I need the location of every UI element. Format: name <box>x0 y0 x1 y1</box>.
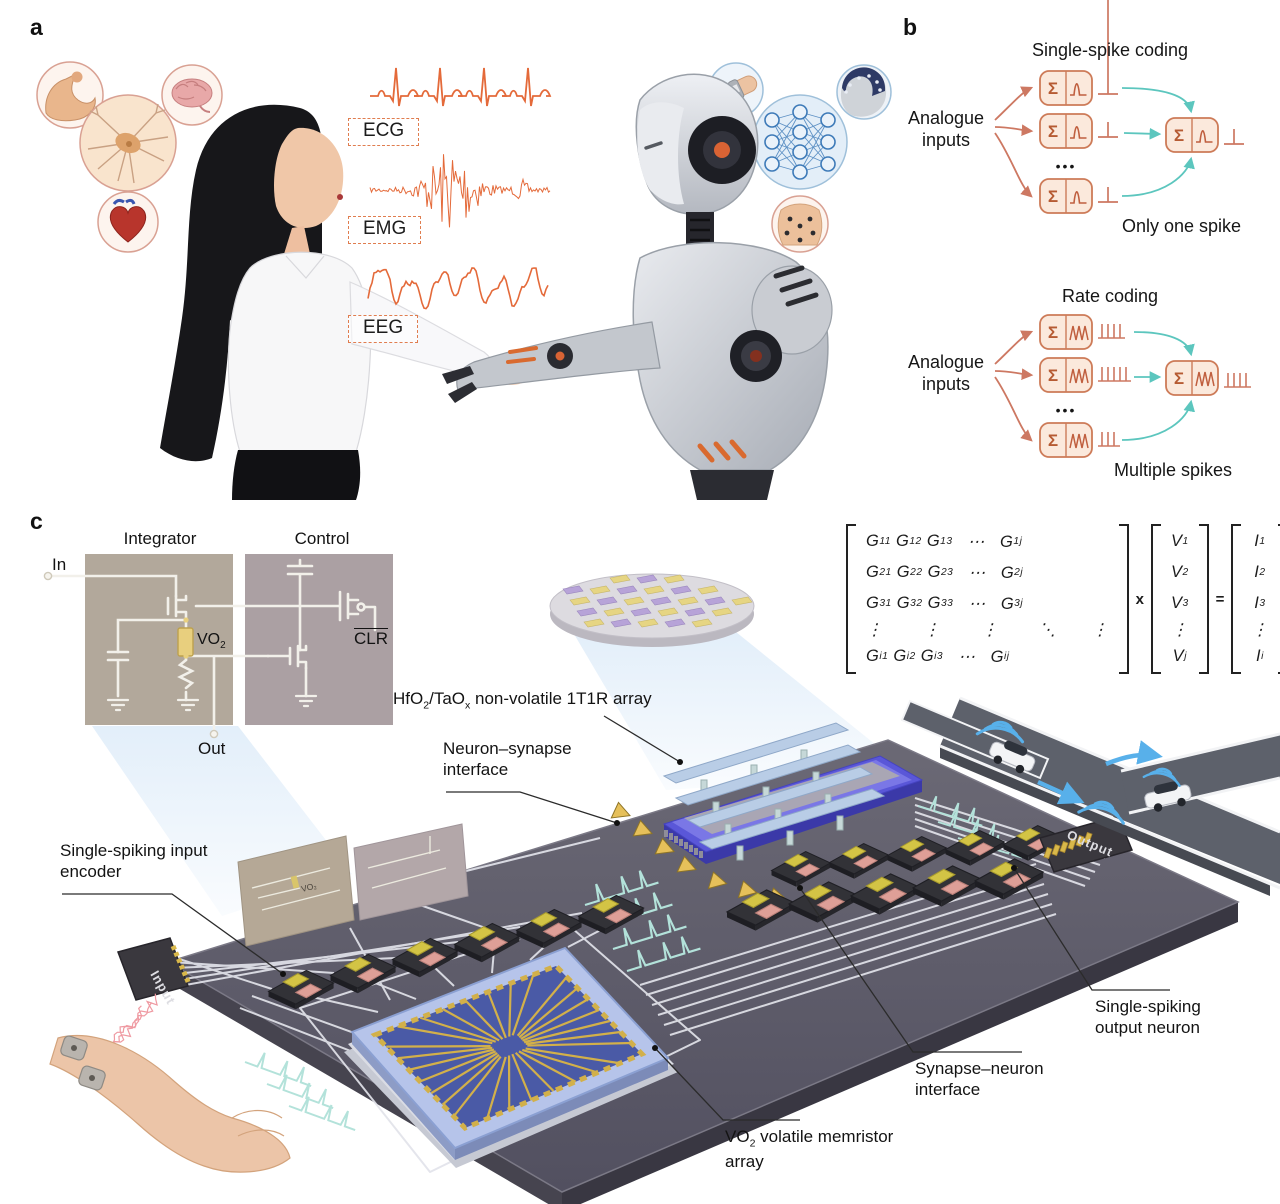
output-connector: Output <box>1038 815 1134 873</box>
vo2-array-label: VO2 volatile memristor array <box>725 1127 894 1171</box>
ellipsis-dots: ••• <box>1055 402 1077 418</box>
circuit-clr-label: CLR <box>354 629 389 648</box>
equals-sign: = <box>1215 590 1225 608</box>
ellipsis-dots: ••• <box>1055 158 1077 174</box>
single-spike-coding-diagram: Σ Σ Σ Σ <box>994 0 1244 214</box>
leader-lines <box>62 715 1170 1121</box>
single-spike-coding-title: Single-spike coding <box>1031 40 1189 60</box>
analogue-inputs-label: Analogue inputs <box>907 108 985 150</box>
panel-a-label: a <box>30 14 43 40</box>
circuit-vo2-label: VO2 <box>197 631 226 652</box>
rate-coding-title: Rate coding <box>1061 286 1159 306</box>
sigma-symbol: Σ <box>1174 126 1184 145</box>
emg-label: EMG <box>348 216 422 244</box>
electrode-pads <box>60 1035 106 1091</box>
sigma-symbol: Σ <box>1174 369 1184 388</box>
eeg-cap-icon <box>836 64 892 120</box>
ecg-waveform <box>370 67 551 107</box>
matrix-row: ⋮ ⋮ ⋮ ⋱ ⋮ <box>866 621 1109 639</box>
multiple-spikes-label: Multiple spikes <box>1114 460 1233 480</box>
light-beam-wafer <box>574 632 912 790</box>
only-one-spike-label: Only one spike <box>1122 216 1242 236</box>
vo2-neuron-circuit <box>43 554 393 739</box>
robot-illustration <box>442 73 833 500</box>
roads-and-cars <box>900 696 1280 896</box>
sigma-symbol: Σ <box>1048 366 1058 385</box>
woman-illustration <box>160 104 528 500</box>
panel-c-scene: VO₂ <box>43 554 1280 1204</box>
heart-icon <box>97 191 159 253</box>
vector-entry: ⋮ <box>1171 621 1189 639</box>
bracket <box>1150 524 1161 674</box>
sigma-symbol: Σ <box>1048 431 1058 450</box>
sigma-symbol: Σ <box>1048 79 1058 98</box>
control-title: Control <box>294 529 350 548</box>
neuron-synapse-interface-label: Neuron–synapse interface <box>443 739 572 780</box>
input-connector: Input <box>117 937 192 1007</box>
panel-b-label: b <box>903 14 918 40</box>
vector-entry: ⋮ <box>1251 621 1269 639</box>
analogue-inputs-label: Analogue inputs <box>907 352 985 394</box>
panel-a-illustration <box>36 61 892 500</box>
panel-c-label: c <box>30 508 43 534</box>
input-encoder-label: Single-spiking input encoder <box>60 841 208 882</box>
bracket <box>846 524 856 674</box>
t1r-array-3d <box>662 722 924 864</box>
board-circuit-inset: VO₂ <box>237 823 469 947</box>
ecg-electrode-torso-icon <box>771 195 829 253</box>
integrator-title: Integrator <box>123 529 197 548</box>
multiply-sign: x <box>1135 590 1144 608</box>
single-spike-symbols <box>1098 0 1244 203</box>
eeg-label: EEG <box>348 315 419 343</box>
circuit-out-label: Out <box>198 739 226 758</box>
rate-coding-diagram: Σ Σ Σ Σ <box>994 314 1251 458</box>
vo2-memristor-array-chip <box>344 946 678 1168</box>
synapse-neuron-interface-label: Synapse–neuron interface <box>915 1059 1044 1100</box>
bracket <box>1231 524 1242 674</box>
muscle-icon <box>36 61 104 129</box>
bracket <box>1198 524 1209 674</box>
direction-arrow <box>1037 779 1085 805</box>
wafer-illustration <box>549 573 755 647</box>
sigma-symbol: Σ <box>1048 122 1058 141</box>
panel-b-diagram: Σ Σ Σ Σ Σ Σ <box>994 0 1251 458</box>
t1r-array-label: HfO2/TaOx non-volatile 1T1R array <box>393 689 652 712</box>
neural-network-icon <box>752 94 848 190</box>
bracket <box>1118 524 1129 674</box>
ecg-label: ECG <box>348 118 420 146</box>
bracket <box>1278 524 1280 674</box>
sigma-symbol: Σ <box>1048 187 1058 206</box>
emg-waveform <box>369 154 551 228</box>
vo2-mini-label: VO₂ <box>300 880 318 893</box>
circuit-in-label: In <box>52 555 67 574</box>
brain-icon <box>161 64 223 126</box>
direction-arrow <box>1105 740 1163 767</box>
output-neuron-label: Single-spiking output neuron <box>1095 997 1201 1038</box>
sigma-symbol: Σ <box>1048 323 1058 342</box>
neuron-icon <box>79 94 177 192</box>
eeg-waveform <box>367 267 549 310</box>
rate-neuron-boxes <box>1039 314 1219 458</box>
input-neuron-boxes <box>1039 70 1219 214</box>
neuromorphic-board: VO₂ <box>80 722 1240 1204</box>
spike-train-symbols <box>1098 324 1251 447</box>
arm-with-electrodes <box>49 1034 291 1173</box>
